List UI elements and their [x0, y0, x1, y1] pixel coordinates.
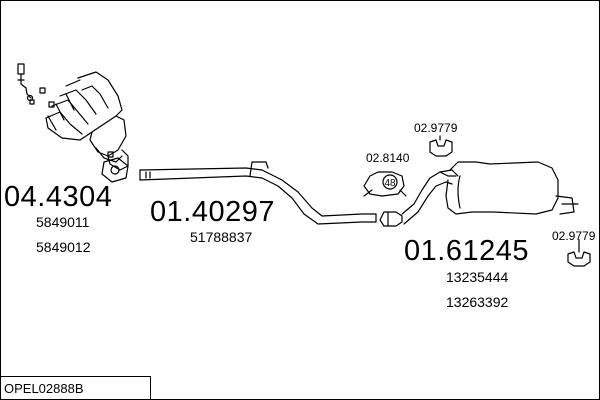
diagram-code: OPEL02888B: [4, 381, 84, 396]
clamp-badge-label: 48: [384, 178, 396, 189]
rear-silencer-part-number: 01.61245: [404, 235, 529, 267]
right-mount-part-number: 02.9779: [552, 229, 596, 243]
clamp-icon: [363, 171, 407, 197]
middle-pipe-oe-number: 51788837: [190, 229, 253, 245]
middle-pipe-part-number: 01.40297: [150, 196, 275, 228]
diagram-code-box: OPEL02888B: [0, 376, 151, 399]
rear-silencer-icon: [401, 161, 579, 225]
exhaust-manifold-icon: [45, 71, 129, 171]
top-mount-part-number: 02.9779: [414, 121, 458, 135]
rear-silencer-oe-number: 13263392: [446, 294, 509, 310]
bolt-icon: [48, 101, 55, 108]
bolt-icon: [29, 99, 35, 105]
manifold-oe-number: 5849011: [36, 214, 90, 230]
clamp-badge-circle: [382, 174, 398, 190]
rubber-mount-icon: [429, 139, 453, 157]
manifold-oe-number: 5849012: [36, 239, 91, 255]
connector-sleeve-icon: [379, 211, 403, 227]
lambda-sensor-icon: [17, 63, 34, 102]
bolt-icon: [107, 151, 114, 158]
rear-silencer-oe-number: 13235444: [446, 269, 509, 285]
rubber-mount-icon: [567, 251, 591, 267]
manifold-part-number: 04.4304: [4, 181, 113, 213]
flange-icon: [101, 157, 129, 183]
bolt-icon: [39, 87, 46, 94]
middle-pipe-icon: [139, 161, 377, 225]
clamp-part-number: 02.8140: [366, 151, 410, 165]
